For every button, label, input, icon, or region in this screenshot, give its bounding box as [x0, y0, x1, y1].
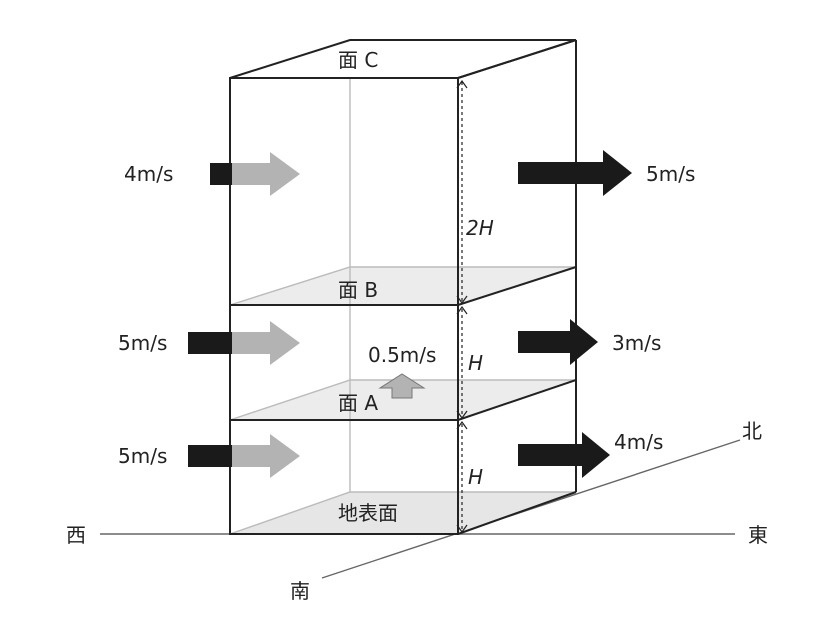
inflow-arrow-top	[210, 152, 300, 196]
height-label-middle: H	[468, 351, 483, 375]
outflow-arrow-top	[518, 150, 632, 196]
plane-b	[229, 266, 577, 306]
outflow-speed-bottom: 4m/s	[614, 430, 663, 454]
outflow-arrow-middle	[518, 319, 598, 365]
plane-c	[229, 39, 577, 79]
updraft-speed: 0.5m/s	[368, 343, 436, 367]
face-a-label: 面 A	[338, 391, 378, 415]
side-top-edge	[457, 39, 577, 79]
outflow-speed-top: 5m/s	[646, 162, 695, 186]
updraft-arrow	[378, 373, 426, 399]
inflow-arrow-bottom	[188, 434, 300, 478]
height-dimension	[456, 79, 468, 534]
side-bottom-edge	[457, 491, 577, 535]
inflow-speed-top: 4m/s	[124, 162, 173, 186]
face-c-label: 面 C	[338, 48, 378, 72]
side-divider-b	[457, 266, 577, 306]
height-label-bottom: H	[468, 465, 483, 489]
ground-label: 地表面	[338, 501, 398, 525]
outflow-speed-middle: 3m/s	[612, 331, 661, 355]
compass-north: 北	[742, 419, 762, 443]
compass-west: 西	[66, 523, 86, 547]
outflow-arrow-bottom	[518, 432, 610, 478]
inflow-arrow-middle	[188, 321, 300, 365]
face-b-label: 面 B	[338, 278, 378, 302]
height-label-top: 2H	[466, 216, 494, 240]
inflow-speed-bottom: 5m/s	[118, 444, 167, 468]
ground-plane	[229, 491, 577, 535]
compass-south: 南	[290, 579, 310, 603]
side-divider-a	[457, 379, 577, 421]
inflow-speed-middle: 5m/s	[118, 331, 167, 355]
compass-east: 東	[748, 523, 768, 547]
